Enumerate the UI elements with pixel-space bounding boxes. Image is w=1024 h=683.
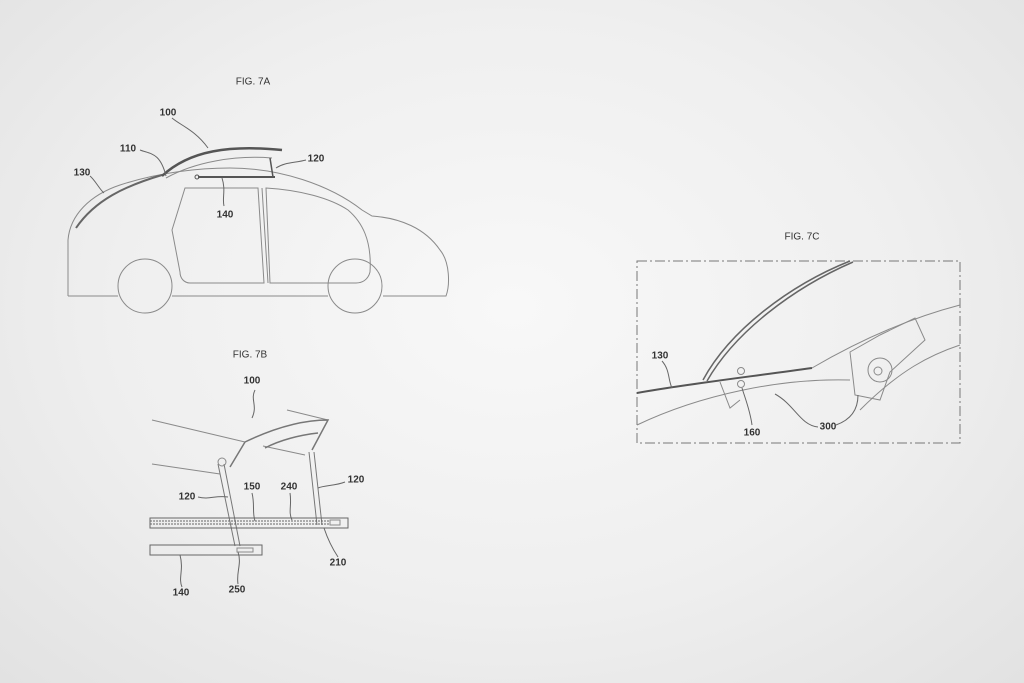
label-160: 160 <box>743 427 761 439</box>
label-250: 250 <box>228 584 246 596</box>
rail-140b <box>149 544 263 556</box>
rail-240 <box>149 517 349 529</box>
label-140: 140 <box>172 587 190 599</box>
roof-edge-lines <box>151 409 329 475</box>
detail-frame <box>636 260 961 444</box>
hinge-300 <box>849 317 926 401</box>
label-120: 120 <box>307 153 325 165</box>
label-120: 120 <box>178 491 196 503</box>
label-130: 130 <box>73 167 91 179</box>
fig-7b-drawing <box>149 389 349 588</box>
roof-panel-100 <box>161 147 283 177</box>
label-130: 130 <box>651 350 669 362</box>
rail-130 <box>75 174 163 229</box>
ball-joint-icon <box>217 457 227 467</box>
label-140: 140 <box>216 209 234 221</box>
roof-panel-lower <box>165 156 273 179</box>
strut-120-right <box>308 451 323 526</box>
leaders-7c <box>661 360 859 428</box>
rail-130 <box>636 367 813 394</box>
roof-contour <box>636 304 961 426</box>
front-wheel <box>327 258 383 314</box>
fig-7a-drawing <box>67 117 449 314</box>
glass-panel-arc <box>702 260 854 382</box>
hinge-pin-icon <box>873 366 883 376</box>
rear-wheel <box>117 258 173 314</box>
strut-120-left <box>217 463 241 547</box>
leaders-7b <box>179 389 346 588</box>
window-front <box>265 187 371 284</box>
pin-upper-icon <box>737 367 745 375</box>
label-100: 100 <box>243 375 261 387</box>
label-300: 300 <box>819 421 837 433</box>
car-body <box>67 167 449 297</box>
window-rear <box>171 187 265 284</box>
fig-7c-drawing <box>636 260 961 444</box>
label-100: 100 <box>159 107 177 119</box>
pivot-icon <box>194 174 200 180</box>
fig-7a-title: FIG. 7A <box>235 76 271 88</box>
label-110: 110 <box>119 143 137 155</box>
pillar <box>261 187 269 284</box>
label-120: 120 <box>347 474 365 486</box>
hinge-wheel-icon <box>867 357 893 383</box>
slot-250 <box>236 547 254 553</box>
slot-210 <box>329 519 341 526</box>
fig-7c-title: FIG. 7C <box>784 231 820 243</box>
label-210: 210 <box>329 557 347 569</box>
label-240: 240 <box>280 481 298 493</box>
strut-120 <box>269 157 274 178</box>
label-150: 150 <box>243 481 261 493</box>
fig-7b-title: FIG. 7B <box>232 349 268 361</box>
panel-100 <box>229 419 330 468</box>
pin-lower-icon <box>737 380 745 388</box>
leaders-7a <box>89 117 307 207</box>
